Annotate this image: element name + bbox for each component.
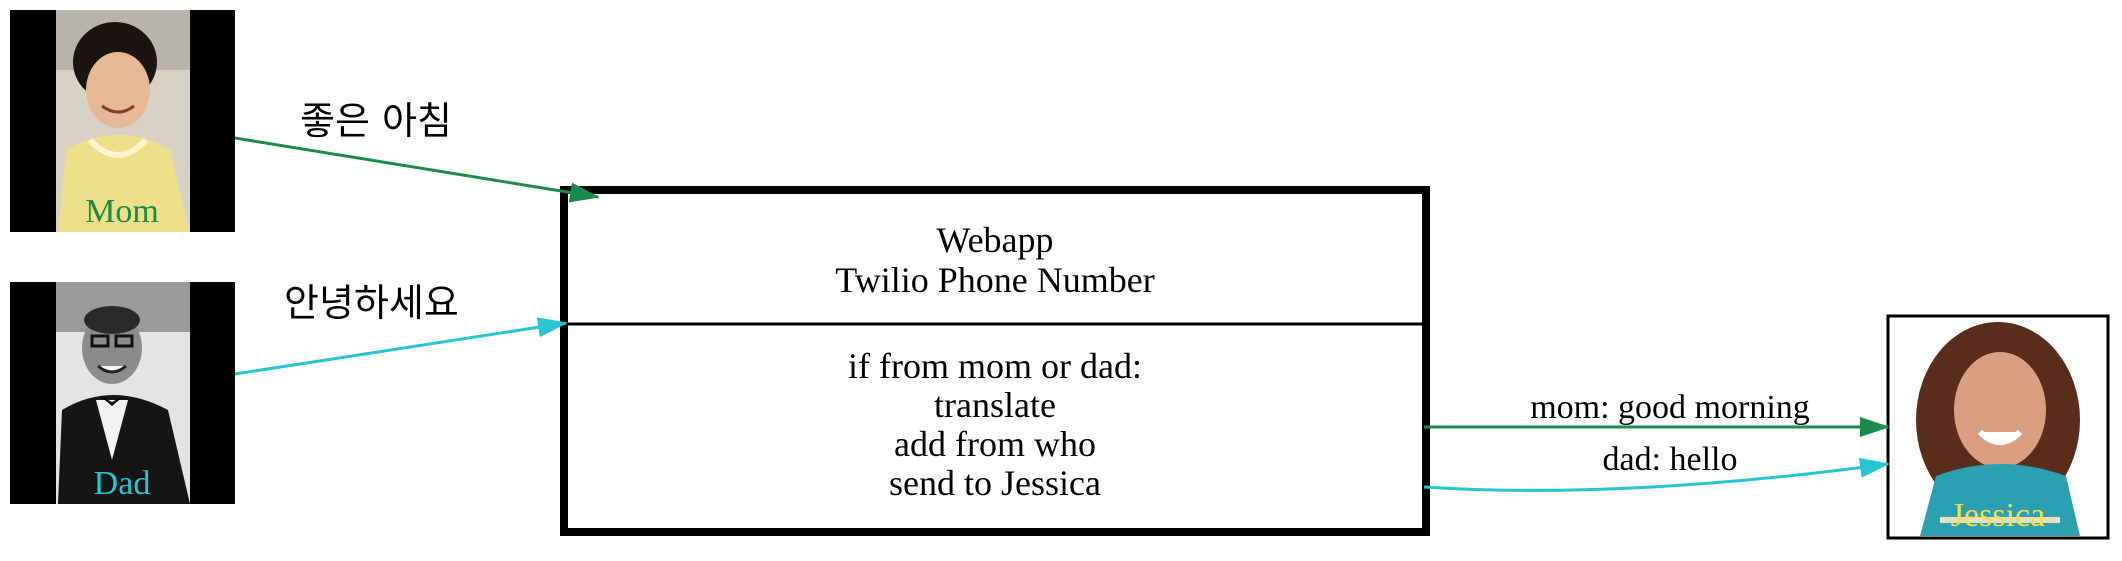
edge-mom-label: 좋은 아침 <box>300 99 452 143</box>
webapp-logic-line: translate <box>934 385 1056 425</box>
webapp-logic-line: send to Jessica <box>889 463 1101 503</box>
mom-photo <box>10 10 235 232</box>
mom-label: Mom <box>85 193 159 230</box>
edge-mom-to-webapp <box>234 136 600 203</box>
webapp-title-line1: Webapp <box>936 220 1053 260</box>
webapp-box <box>560 186 1430 536</box>
edge-jessica-mom-label: mom: good morning <box>1530 389 1810 426</box>
edge-webapp-to-jessica-dad <box>1423 457 1890 492</box>
dad-label: Dad <box>94 465 151 502</box>
jessica-photo <box>1886 314 2110 540</box>
jessica-label: Jessica <box>1951 497 2045 534</box>
edge-dad-to-webapp <box>234 317 568 376</box>
edge-jessica-dad-label: dad: hello <box>1602 441 1737 478</box>
webapp-logic-line: if from mom or dad: <box>848 346 1142 386</box>
edge-dad-label: 안녕하세요 <box>284 281 459 325</box>
webapp-logic-line: add from who <box>894 424 1096 464</box>
webapp-title-line2: Twilio Phone Number <box>835 260 1154 300</box>
dad-photo <box>10 282 235 504</box>
